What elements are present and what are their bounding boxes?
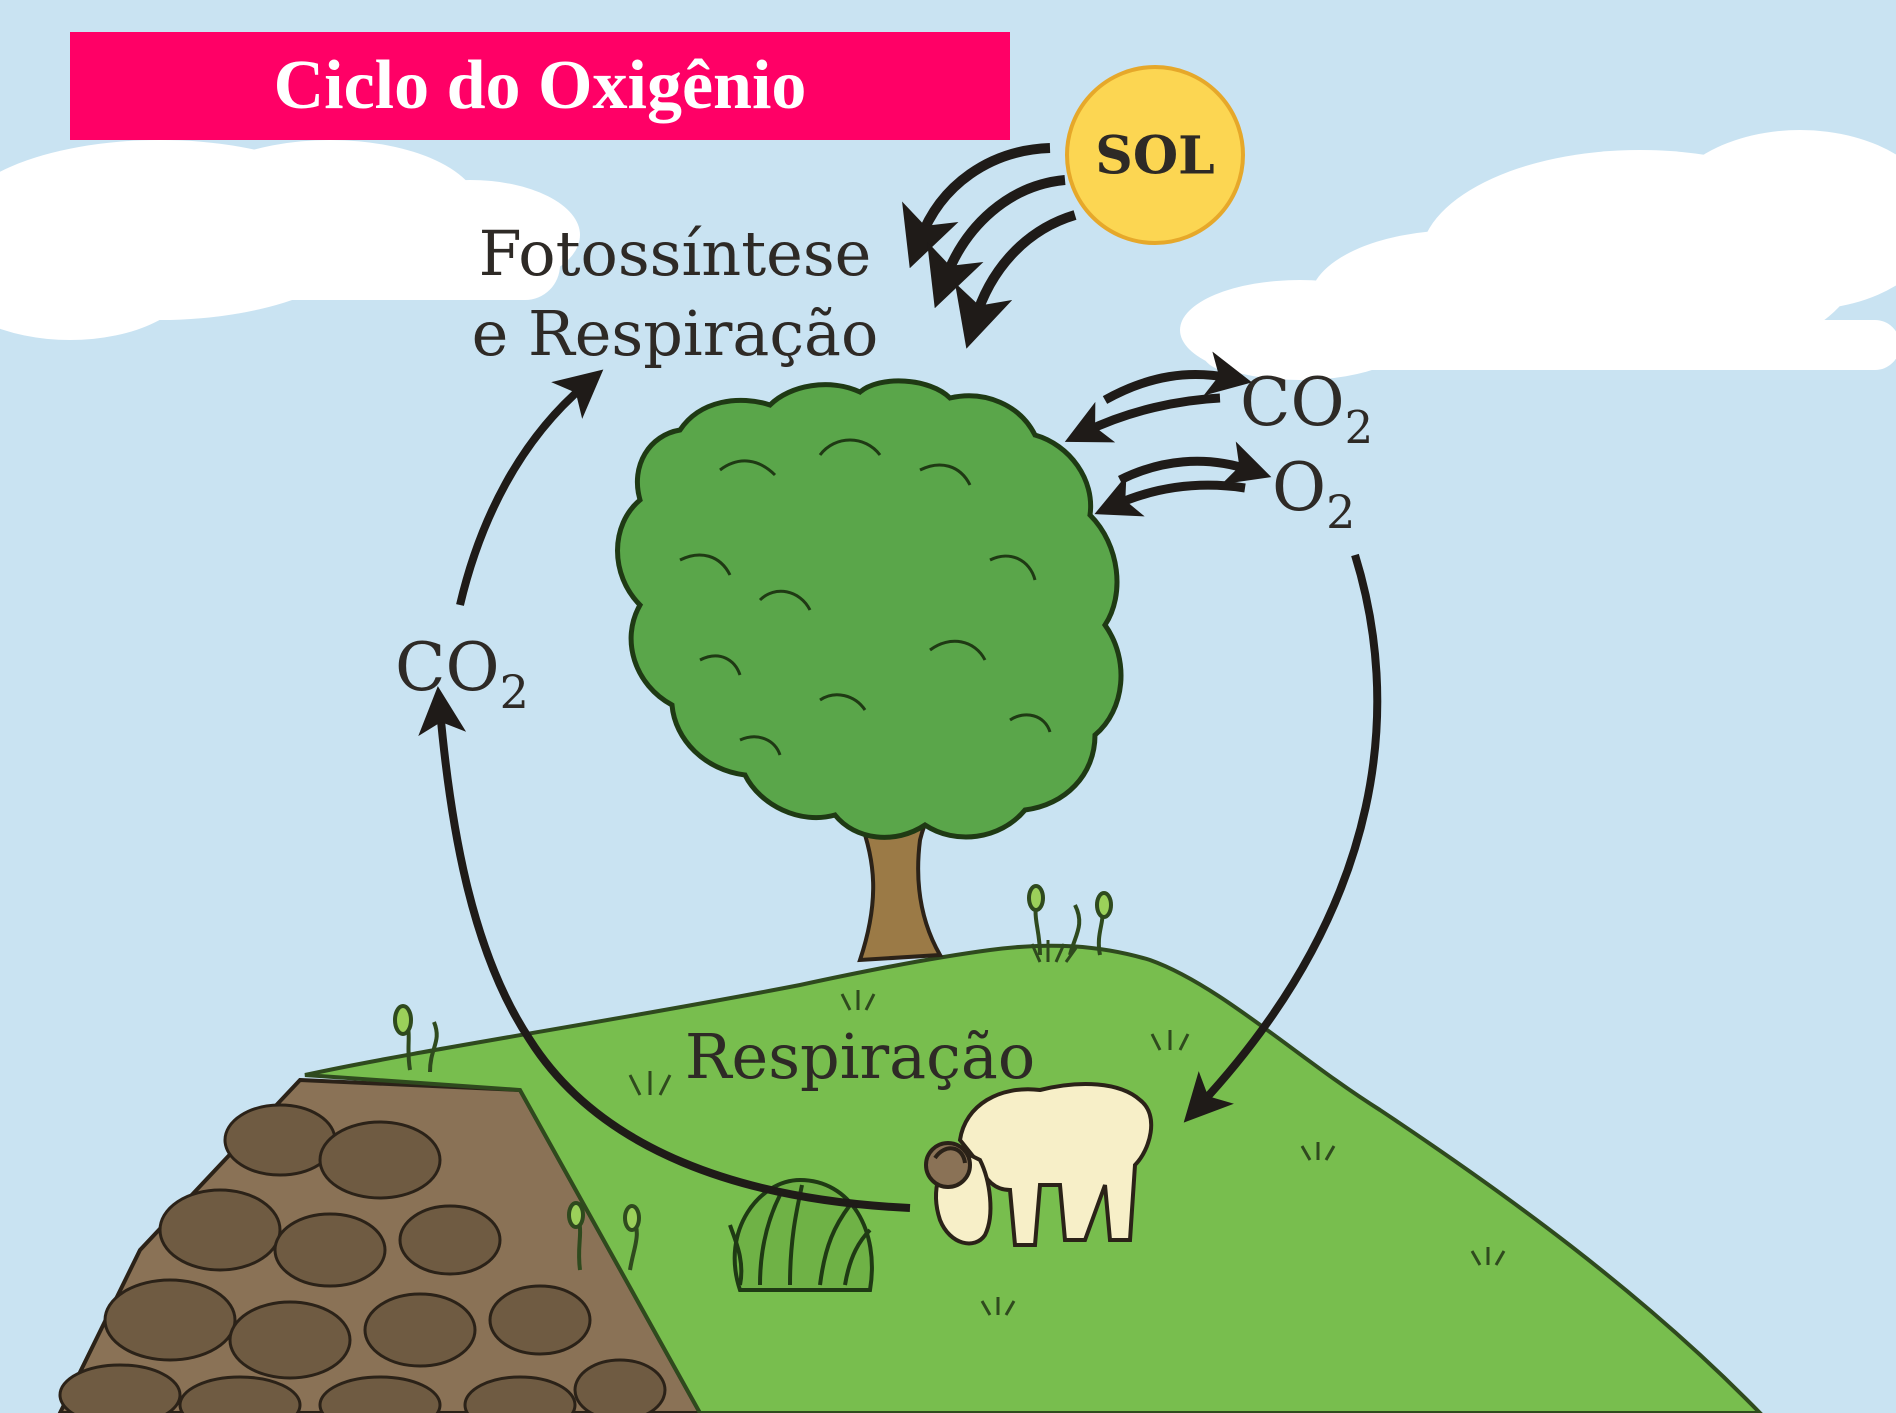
o2-right-text: O bbox=[1272, 449, 1326, 526]
cycle-arrows bbox=[418, 369, 1382, 1212]
o2-right-label: O2 bbox=[1272, 449, 1355, 539]
grass-tufts bbox=[628, 940, 1506, 1316]
co2-to-photosynthesis-arrow bbox=[456, 369, 604, 606]
co2-exchange-arrows bbox=[1064, 351, 1253, 443]
co2-right-subscript: 2 bbox=[1345, 401, 1374, 454]
co2-left-text: CO bbox=[395, 629, 500, 706]
grass-bush bbox=[728, 1177, 874, 1292]
co2-left-label: CO2 bbox=[395, 629, 529, 719]
o2-exchange-arrows bbox=[1094, 441, 1272, 517]
tree-icon bbox=[615, 378, 1124, 963]
photosynthesis-label-line2: e Respiração bbox=[472, 297, 879, 370]
tree-foliage bbox=[615, 378, 1124, 840]
plant-sprouts bbox=[393, 884, 1113, 1271]
photosynthesis-label-line1: Fotossíntese bbox=[479, 217, 872, 290]
co2-left-subscript: 2 bbox=[500, 665, 529, 719]
co2-right-label: CO2 bbox=[1240, 364, 1373, 454]
cloud-left bbox=[0, 140, 580, 340]
respiration-label: Respiração bbox=[685, 1020, 1035, 1093]
rock-cliff bbox=[57, 1077, 703, 1413]
sheep-to-co2-arrow bbox=[418, 686, 911, 1212]
sheep-icon bbox=[924, 1082, 1154, 1247]
o2-to-sheep-arrow bbox=[1183, 553, 1382, 1123]
title-banner-overlay: Ciclo do Oxigênio bbox=[70, 32, 1010, 140]
sun-icon: SOL bbox=[1065, 65, 1245, 245]
o2-right-subscript: 2 bbox=[1326, 485, 1355, 539]
co2-right-text: CO bbox=[1240, 364, 1345, 441]
sun-label: SOL bbox=[1095, 126, 1214, 187]
sunlight-arrows bbox=[902, 143, 1077, 349]
title-label: Ciclo do Oxigênio bbox=[273, 47, 807, 124]
